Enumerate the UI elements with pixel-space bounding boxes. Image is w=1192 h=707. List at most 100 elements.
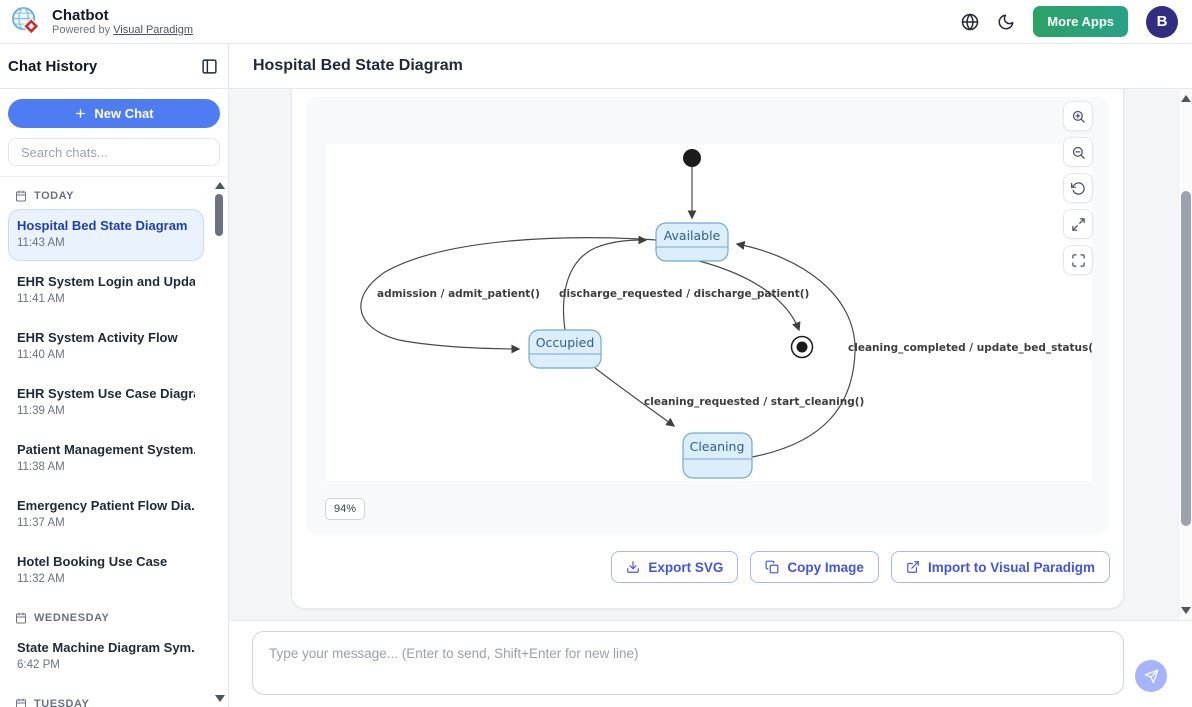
chat-item[interactable]: Hotel Booking Use Case 11:32 AM (8, 545, 204, 597)
chat-item[interactable]: EHR System Use Case Diagram 11:39 AM (8, 377, 204, 429)
chat-item[interactable]: Patient Management System... 11:38 AM (8, 433, 204, 485)
chat-item-time: 11:41 AM (17, 293, 65, 305)
conversation-header: Hospital Bed State Diagram (229, 44, 1192, 89)
chat-item[interactable]: EHR System Login and Upda... 11:41 AM (8, 265, 204, 317)
initial-state-node (683, 149, 701, 167)
external-link-icon (907, 561, 919, 573)
main-panel: Hospital Bed State Diagram (229, 44, 1192, 707)
transition-available-occupied (360, 237, 657, 354)
chat-item-time: 11:43 AM (17, 237, 65, 249)
sidebar-scrollbar (213, 179, 226, 705)
new-chat-label: New Chat (94, 106, 154, 121)
state-cleaning: Cleaning (682, 432, 753, 479)
chat-item-title: Hospital Bed State Diagram (17, 218, 188, 233)
send-button[interactable] (1135, 660, 1167, 692)
state-available: Available (655, 222, 729, 262)
export-svg-button[interactable]: Export SVG (611, 551, 739, 583)
chat-item-title: Patient Management System... (17, 442, 195, 457)
viewer-toolbar (1063, 101, 1093, 275)
chat-item-time: 11:40 AM (17, 349, 65, 361)
brand-text: Chatbot Powered by Visual Paradigm (52, 7, 193, 37)
chat-item-time: 11:39 AM (17, 405, 65, 417)
message-input[interactable] (252, 631, 1124, 695)
chat-item-time: 11:32 AM (17, 573, 65, 585)
final-state-node (790, 335, 814, 359)
send-icon (1144, 669, 1158, 683)
scroll-down-arrow[interactable] (215, 695, 225, 702)
moon-icon[interactable] (997, 13, 1015, 31)
svg-text:Occupied: Occupied (536, 335, 595, 350)
sidebar-title: Chat History (8, 57, 98, 75)
import-to-visual-paradigm-button[interactable]: Import to Visual Paradigm (890, 551, 1110, 583)
zoom-in-icon (1072, 110, 1085, 123)
calendar-icon (16, 698, 26, 707)
fullscreen-button[interactable] (1063, 245, 1093, 275)
chat-item-title: Emergency Patient Flow Dia... (17, 498, 195, 513)
svg-text:Cleaning: Cleaning (690, 439, 745, 454)
section-header-tuesday: TUESDAY (8, 691, 204, 707)
scroll-up-arrow[interactable] (1181, 95, 1191, 102)
transition-occupied-available (562, 235, 648, 331)
expand-icon (1071, 217, 1085, 231)
zoom-in-button[interactable] (1063, 101, 1093, 131)
copy-image-button[interactable]: Copy Image (750, 551, 879, 583)
transition-label: discharge_requested / discharge_patient(… (559, 288, 809, 300)
reset-view-button[interactable] (1063, 173, 1093, 203)
brand: Chatbot Powered by Visual Paradigm (10, 5, 193, 39)
user-avatar[interactable]: B (1146, 5, 1178, 38)
svg-text:Available: Available (664, 228, 721, 243)
transition-available-final (698, 260, 801, 332)
chat-item-title: EHR System Use Case Diagram (17, 386, 195, 401)
diagram-viewer: Available Occupied (306, 97, 1109, 534)
search-input[interactable] (8, 138, 220, 166)
chat-item-time: 6:42 PM (17, 659, 60, 671)
scrollbar-thumb[interactable] (215, 194, 223, 236)
visual-paradigm-link[interactable]: Visual Paradigm (113, 23, 194, 36)
conversation-title: Hospital Bed State Diagram (253, 57, 463, 74)
copy-icon (766, 560, 779, 574)
top-bar: Chatbot Powered by Visual Paradigm More … (0, 0, 1192, 44)
chat-item[interactable]: EHR System Activity Flow 11:40 AM (8, 321, 204, 373)
chat-item[interactable]: State Machine Diagram Sym... 6:42 PM (8, 631, 204, 683)
expand-button[interactable] (1063, 209, 1093, 239)
calendar-icon (16, 190, 26, 202)
chat-item-title: State Machine Diagram Sym... (17, 640, 195, 655)
transition-label: admission / admit_patient() (377, 288, 540, 300)
main-scrollbar (1178, 89, 1192, 620)
chat-message-area: Available Occupied (229, 89, 1192, 620)
diagram-message-card: Available Occupied (291, 89, 1124, 609)
more-apps-button[interactable]: More Apps (1033, 6, 1128, 37)
scroll-down-arrow[interactable] (1181, 607, 1191, 614)
transition-label: cleaning_requested / start_cleaning() (644, 396, 864, 408)
powered-by: Powered by Visual Paradigm (52, 23, 194, 36)
top-bar-right: More Apps B (961, 5, 1178, 38)
plus-icon (76, 109, 86, 118)
chat-item[interactable]: Emergency Patient Flow Dia... 11:37 AM (8, 489, 204, 541)
app-title: Chatbot (52, 6, 109, 24)
transition-label: cleaning_completed / update_bed_status() (848, 342, 1092, 354)
message-composer (229, 620, 1192, 707)
download-icon (627, 561, 640, 573)
fullscreen-icon (1071, 253, 1085, 267)
panel-left-icon[interactable] (201, 58, 218, 75)
state-occupied: Occupied (528, 329, 602, 369)
scroll-up-arrow[interactable] (215, 182, 225, 189)
scrollbar-thumb[interactable] (1181, 191, 1191, 526)
chat-item-title: EHR System Login and Upda... (17, 274, 195, 289)
body-row: Chat History New Chat (0, 44, 1192, 707)
new-chat-button[interactable]: New Chat (8, 99, 220, 128)
reset-view-icon (1070, 181, 1085, 195)
chat-item[interactable]: Hospital Bed State Diagram 11:43 AM (8, 209, 204, 261)
section-header-today: TODAY (8, 183, 204, 209)
sidebar-header: Chat History (0, 44, 228, 89)
globe-icon[interactable] (961, 13, 979, 31)
chat-item-title: Hotel Booking Use Case (17, 554, 168, 569)
sidebar-controls: New Chat (0, 89, 228, 177)
chat-item-time: 11:38 AM (17, 461, 65, 473)
state-diagram-canvas[interactable]: Available Occupied (327, 144, 1092, 481)
visual-paradigm-logo-icon (12, 6, 41, 35)
zoom-out-icon (1072, 146, 1085, 159)
zoom-out-button[interactable] (1063, 137, 1093, 167)
chat-history-list: TODAY Hospital Bed State Diagram 11:43 A… (0, 177, 228, 707)
zoom-level-badge: 94% (325, 498, 366, 520)
